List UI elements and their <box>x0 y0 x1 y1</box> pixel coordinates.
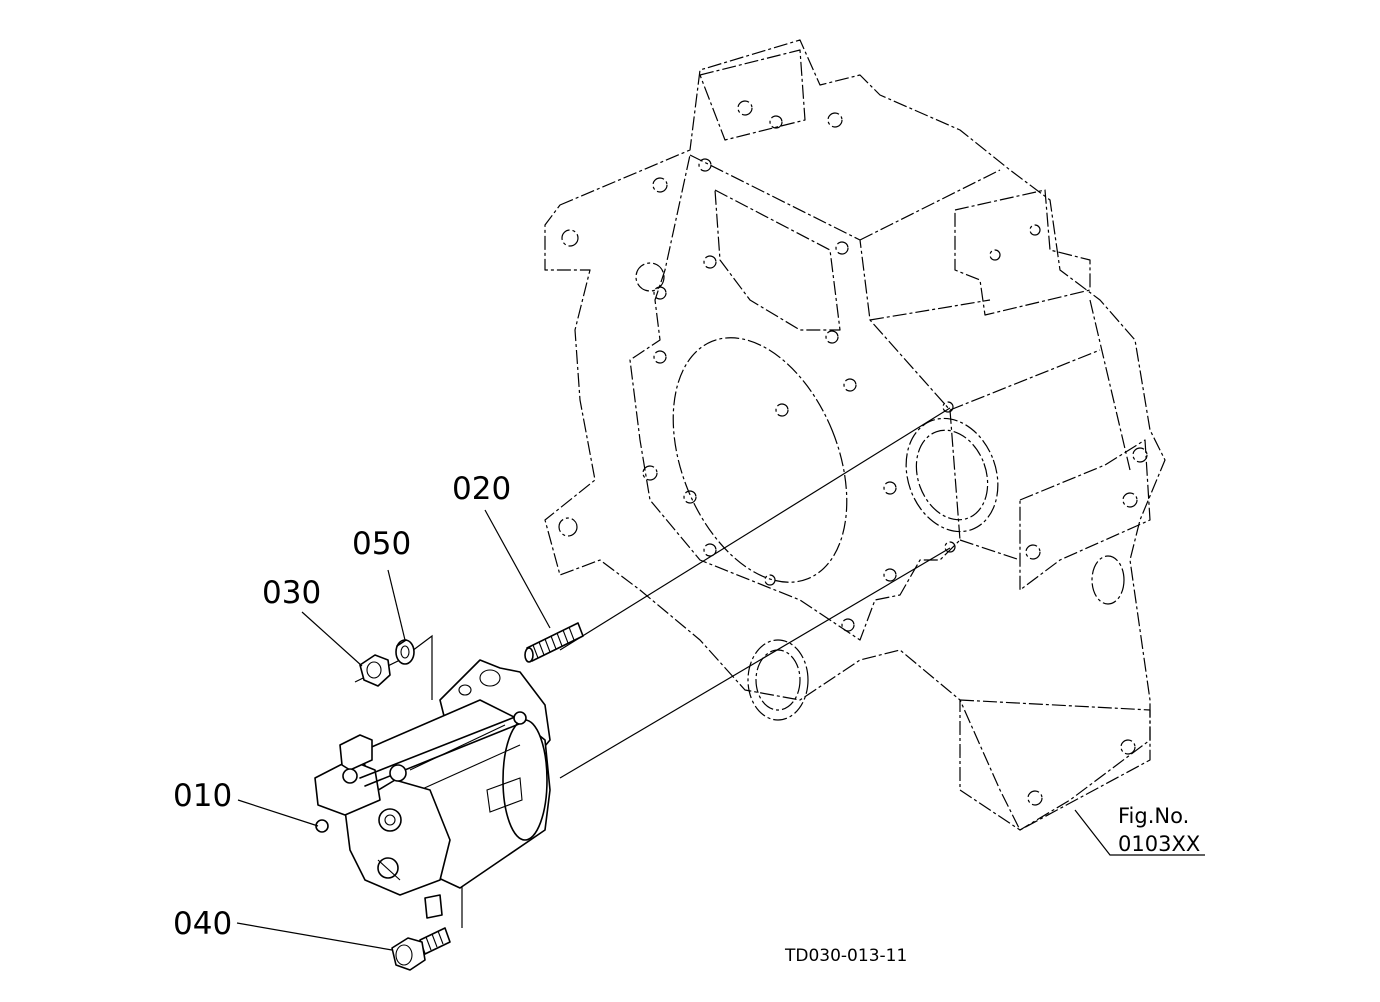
bolt-040 <box>391 927 451 971</box>
flywheel-housing-reference <box>544 39 1166 831</box>
callout-leaders <box>236 509 1205 951</box>
callout-030: 030 <box>262 575 321 611</box>
figure-ref-label: Fig.No. <box>1118 804 1189 828</box>
nut-030 <box>359 654 391 687</box>
spring-washer-050 <box>395 639 415 665</box>
starter-motor-010 <box>314 659 551 919</box>
callout-020: 020 <box>452 471 511 507</box>
callout-040: 040 <box>173 906 232 942</box>
drawing-number: TD030-013-11 <box>784 946 907 966</box>
callout-010: 010 <box>173 778 232 814</box>
stud-bolt-020 <box>524 622 584 663</box>
figure-ref-number: 0103XX <box>1118 832 1200 856</box>
callout-050: 050 <box>352 526 411 562</box>
